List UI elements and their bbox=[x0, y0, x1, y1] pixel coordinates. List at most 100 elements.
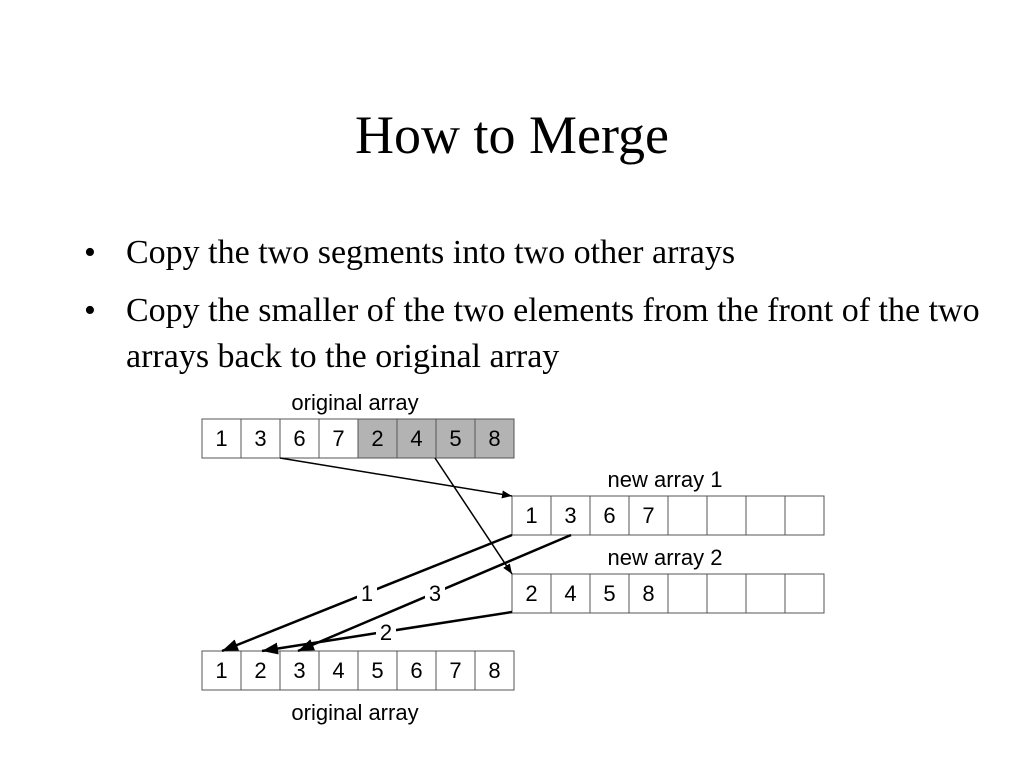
cell-box bbox=[784, 573, 825, 614]
array-cell bbox=[706, 573, 747, 614]
cell-value: 4 bbox=[564, 581, 576, 606]
copy-arrow-to-new-1 bbox=[279, 457, 513, 499]
array-cell: 1 bbox=[511, 495, 552, 536]
bullet-text: Copy the smaller of the two elements fro… bbox=[126, 292, 980, 375]
cell-box bbox=[745, 573, 786, 614]
cell-value: 2 bbox=[525, 581, 537, 606]
array-cell: 2 bbox=[357, 418, 398, 459]
new-array-2-label: new array 2 bbox=[608, 545, 723, 570]
bullet-text: Copy the two segments into two other arr… bbox=[126, 234, 736, 271]
cell-value: 4 bbox=[410, 426, 422, 451]
cell-box bbox=[474, 418, 515, 459]
array-cell bbox=[784, 573, 825, 614]
cell-box bbox=[550, 495, 591, 536]
array-cell bbox=[667, 495, 708, 536]
cell-value: 1 bbox=[215, 658, 227, 683]
cell-box bbox=[240, 650, 281, 691]
merge-step-2-label: 2 bbox=[380, 620, 392, 645]
copy-arrow-to-new-2 bbox=[434, 457, 513, 575]
cell-box bbox=[628, 573, 669, 614]
cell-value: 5 bbox=[371, 658, 383, 683]
array-cell bbox=[745, 573, 786, 614]
array-cell: 3 bbox=[550, 495, 591, 536]
cell-value: 1 bbox=[215, 426, 227, 451]
cell-box bbox=[706, 573, 747, 614]
cell-box bbox=[745, 495, 786, 536]
array-cell: 6 bbox=[396, 650, 437, 691]
bullet-icon: • bbox=[84, 234, 96, 271]
array-cell: 8 bbox=[474, 418, 515, 459]
cell-box bbox=[589, 495, 630, 536]
cell-box bbox=[201, 650, 242, 691]
array-cell: 8 bbox=[474, 650, 515, 691]
merge-step-1-label: 1 bbox=[361, 581, 373, 606]
label-backdrop bbox=[376, 619, 396, 645]
cell-box bbox=[318, 418, 359, 459]
array-cell: 3 bbox=[240, 418, 281, 459]
label-backdrop bbox=[425, 580, 445, 606]
cell-value: 6 bbox=[293, 426, 305, 451]
array-cell: 6 bbox=[279, 418, 320, 459]
array-cell: 5 bbox=[435, 418, 476, 459]
array-cell bbox=[745, 495, 786, 536]
cell-value: 5 bbox=[603, 581, 615, 606]
array-cell: 5 bbox=[589, 573, 630, 614]
array-cell: 4 bbox=[550, 573, 591, 614]
cell-box bbox=[706, 495, 747, 536]
array-cell: 4 bbox=[396, 418, 437, 459]
cell-value: 8 bbox=[488, 426, 500, 451]
array-cell: 3 bbox=[279, 650, 320, 691]
array-cell: 2 bbox=[511, 573, 552, 614]
new-array-1-label: new array 1 bbox=[608, 467, 723, 492]
cell-box bbox=[318, 650, 359, 691]
bullet-item: • Copy the two segments into two other a… bbox=[84, 230, 984, 276]
cell-box bbox=[474, 650, 515, 691]
cell-value: 6 bbox=[410, 658, 422, 683]
array-cell: 7 bbox=[318, 418, 359, 459]
cell-value: 3 bbox=[564, 503, 576, 528]
cell-box bbox=[279, 650, 320, 691]
cell-box bbox=[435, 650, 476, 691]
cell-value: 8 bbox=[488, 658, 500, 683]
cell-box bbox=[784, 495, 825, 536]
array-cell: 5 bbox=[357, 650, 398, 691]
array-cell bbox=[784, 495, 825, 536]
array-cell: 1 bbox=[201, 650, 242, 691]
array-cell: 6 bbox=[589, 495, 630, 536]
cell-value: 3 bbox=[254, 426, 266, 451]
merge-step-3-label: 3 bbox=[429, 581, 441, 606]
cell-value: 2 bbox=[254, 658, 266, 683]
top-array-label: original array bbox=[291, 390, 418, 415]
cell-box bbox=[201, 418, 242, 459]
cell-value: 7 bbox=[332, 426, 344, 451]
slide-title: How to Merge bbox=[355, 105, 669, 165]
cell-box bbox=[511, 495, 552, 536]
bullet-list: • Copy the two segments into two other a… bbox=[84, 230, 984, 392]
cell-box bbox=[667, 573, 708, 614]
cell-box bbox=[667, 495, 708, 536]
cell-value: 6 bbox=[603, 503, 615, 528]
cell-box bbox=[396, 650, 437, 691]
bullet-item: • Copy the smaller of the two elements f… bbox=[84, 288, 984, 380]
new-array-2: 2 4 5 8 bbox=[511, 573, 825, 614]
cell-box bbox=[435, 418, 476, 459]
array-cell: 7 bbox=[435, 650, 476, 691]
array-cell bbox=[667, 573, 708, 614]
label-backdrop bbox=[357, 580, 377, 606]
cell-value: 7 bbox=[449, 658, 461, 683]
cell-value: 5 bbox=[449, 426, 461, 451]
array-cell: 7 bbox=[628, 495, 669, 536]
cell-box bbox=[240, 418, 281, 459]
array-cell: 1 bbox=[201, 418, 242, 459]
top-original-array: 1 3 6 7 2 4 5 8 bbox=[201, 418, 515, 459]
cell-value: 8 bbox=[642, 581, 654, 606]
array-cell: 2 bbox=[240, 650, 281, 691]
array-cell: 4 bbox=[318, 650, 359, 691]
cell-value: 1 bbox=[525, 503, 537, 528]
cell-value: 2 bbox=[371, 426, 383, 451]
bullet-icon: • bbox=[84, 292, 96, 329]
cell-value: 4 bbox=[332, 658, 344, 683]
